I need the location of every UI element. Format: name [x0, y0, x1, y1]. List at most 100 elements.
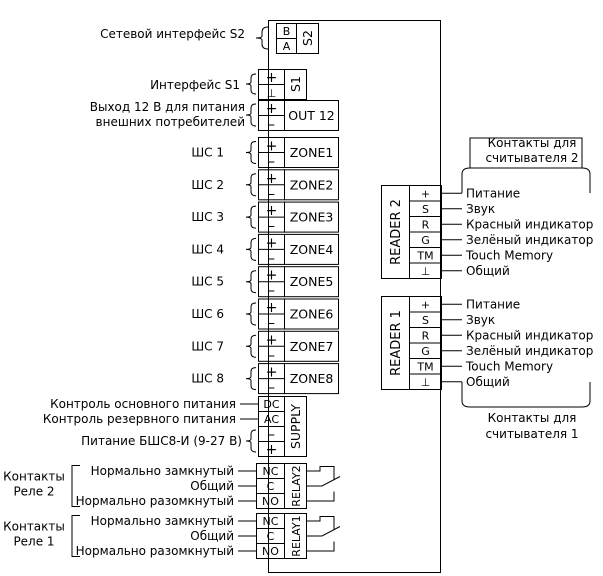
reader-connector-label: READER 1	[389, 310, 404, 376]
reader-label-5: Общий	[466, 375, 510, 389]
out12-label-line1: Выход 12 В для питания	[90, 100, 245, 114]
reader-label-3: Зелёный индикатор	[466, 233, 593, 247]
relay-label-2: Нормально разомкнутый	[76, 494, 234, 508]
zone-connector-label: ZONE5	[290, 274, 334, 289]
zone-brace	[245, 334, 257, 358]
s1-group: + ⊥ S1 Интерфейс S1	[150, 69, 307, 100]
zone-label: ШС 3	[191, 210, 224, 224]
reader-label-0: Питание	[466, 186, 520, 200]
zone-pin-plus: +	[266, 300, 278, 316]
zone-pin-minus: –	[268, 348, 275, 364]
relay-connector-label: RELAY2	[290, 465, 303, 506]
zone-connector-box	[284, 137, 339, 168]
reader-label-3: Зелёный индикатор	[466, 344, 593, 358]
reader-pin-5: ⊥	[421, 376, 431, 389]
zone-label: ШС 6	[191, 307, 224, 321]
zone-pin-minus: –	[268, 316, 275, 332]
relay-switch-common	[306, 476, 341, 487]
reader-caption-line1: Контакты для	[488, 411, 577, 425]
supply-pin-plus: +	[266, 442, 278, 458]
zone-connector-box	[284, 363, 339, 395]
supply-label-dc: Контроль основного питания	[50, 397, 236, 411]
relay-group-title: Контакты	[3, 520, 65, 534]
reader-pin-5: ⊥	[421, 265, 431, 278]
reader-label-2: Красный индикатор	[466, 217, 593, 231]
reader-label-4: Touch Memory	[465, 359, 553, 373]
network-interface-group: B A S2 Сетевой интерфейс S2	[100, 23, 319, 54]
relay-group-title: Контакты	[3, 470, 65, 484]
relay-pin-2: NO	[262, 545, 279, 558]
reader-caption-line2: считывателя 2	[485, 151, 578, 165]
reader-pin-0: +	[421, 187, 430, 200]
zone-brace	[245, 237, 257, 261]
reader-pin-1: S	[422, 314, 429, 327]
zone-connector-label: ZONE7	[290, 339, 334, 354]
s1-pin-ground: ⊥	[267, 87, 277, 100]
relay-bracket	[71, 515, 80, 557]
zone-connector-label: ZONE3	[290, 210, 334, 225]
zone-brace	[245, 173, 257, 197]
relay-switch-nc	[306, 466, 335, 480]
out12-pin-minus: –	[268, 117, 275, 133]
relay-connector-label: RELAY1	[290, 515, 303, 556]
network-connector-box	[296, 23, 319, 54]
relay-bracket	[71, 465, 80, 507]
reader-label-2: Красный индикатор	[466, 328, 593, 342]
relay-pin-0: NC	[263, 515, 279, 528]
zone-6: +–ZONE6 ШС 6	[191, 298, 339, 332]
reader-label-0: Питание	[466, 297, 520, 311]
relay-pin-1: C	[267, 480, 275, 493]
zone-pin-minus: –	[268, 283, 275, 299]
relay-switch-nc	[306, 516, 335, 530]
relay-pin-2: NO	[262, 495, 279, 508]
zone-pin-plus: +	[266, 268, 278, 284]
reader-pin-2: R	[422, 218, 430, 231]
s1-brace	[245, 73, 257, 95]
relay-group-subtitle: Реле 2	[13, 485, 54, 499]
supply-group: DC AC – + SUPPLY Контроль основного пита…	[43, 396, 307, 458]
reader-pin-4: TM	[416, 360, 433, 373]
relay-switch-common	[306, 526, 341, 537]
out12-connector-label: OUT 12	[288, 108, 335, 123]
relay-pin-1: C	[267, 530, 275, 543]
reader-caption-line2: считывателя 1	[485, 427, 578, 441]
zone-brace	[245, 302, 257, 326]
zone-brace	[245, 205, 257, 229]
network-pin-a: A	[283, 40, 291, 53]
zone-pin-minus: –	[268, 380, 275, 396]
zone-connector-label: ZONE6	[290, 307, 334, 322]
zone-connector-box	[284, 233, 339, 265]
zone-connector-label: ZONE4	[290, 242, 334, 257]
out12-label-line2: внешних потребителей	[96, 115, 245, 129]
supply-label-power: Питание БШС8-И (9-27 В)	[81, 434, 242, 448]
zone-connector-box	[284, 298, 339, 330]
zone-connector-label: ZONE1	[290, 145, 334, 160]
supply-pin-minus: –	[268, 427, 275, 443]
relay-label-1: Общий	[190, 479, 234, 493]
zone-pin-plus: +	[266, 139, 278, 155]
zone-pin-plus: +	[266, 332, 278, 348]
relay-switch-no	[306, 541, 335, 552]
zone-label: ШС 1	[191, 146, 224, 160]
relay-label-0: Нормально замкнутый	[91, 464, 234, 478]
supply-connector-label: SUPPLY	[288, 404, 303, 449]
supply-label-ac: Контроль резервного питания	[43, 412, 236, 426]
supply-power-brace	[245, 429, 257, 453]
zone-connector-box	[284, 169, 339, 201]
reader-pin-2: R	[422, 329, 430, 342]
reader-label-1: Звук	[466, 313, 495, 327]
reader-pin-4: TM	[416, 249, 433, 262]
zone-connector-label: ZONE2	[290, 177, 334, 192]
